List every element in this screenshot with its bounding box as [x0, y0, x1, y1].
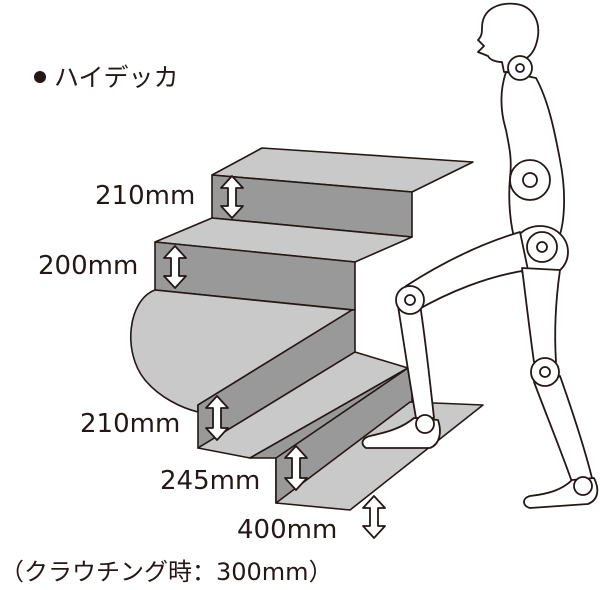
dimension-label-step1: 210mm [95, 181, 195, 211]
double-arrow-icon [163, 245, 187, 289]
double-arrow-icon [220, 175, 244, 219]
figure-back-shin [533, 375, 593, 483]
pelvis-joint-inner [536, 241, 548, 253]
shoulder-joint-inner [515, 63, 525, 73]
hip-joint-inner [522, 172, 538, 188]
mannequin-figure [361, 2, 599, 509]
stair-step-2 [154, 217, 413, 311]
bullet-icon [34, 71, 46, 83]
front-ankle-icon [415, 414, 435, 434]
double-arrow-icon [284, 445, 308, 491]
stair-side-panel [130, 289, 355, 414]
dimension-arrows [163, 175, 386, 539]
dimension-label-step5: 400mm [237, 515, 337, 545]
stair-step-3 [197, 309, 409, 459]
figure-back-thigh [521, 267, 561, 363]
double-arrow-icon [362, 495, 386, 539]
diagram-heading: ハイデッカ [34, 63, 179, 92]
figure-torso [500, 71, 565, 245]
back-ankle-icon [573, 476, 593, 496]
dimension-label-step2: 200mm [38, 251, 138, 281]
diagram-title: ハイデッカ [54, 63, 179, 92]
front-knee-inner [404, 294, 416, 306]
crouching-note: （クラウチング時：300mm） [0, 558, 333, 586]
back-knee-inner [539, 366, 551, 378]
step-3-face-fill [197, 309, 356, 449]
dimension-label-step4: 245mm [160, 466, 260, 496]
double-arrow-icon [205, 395, 229, 441]
figure-front-shin [397, 303, 435, 419]
dimension-label-step3: 210mm [80, 409, 180, 439]
